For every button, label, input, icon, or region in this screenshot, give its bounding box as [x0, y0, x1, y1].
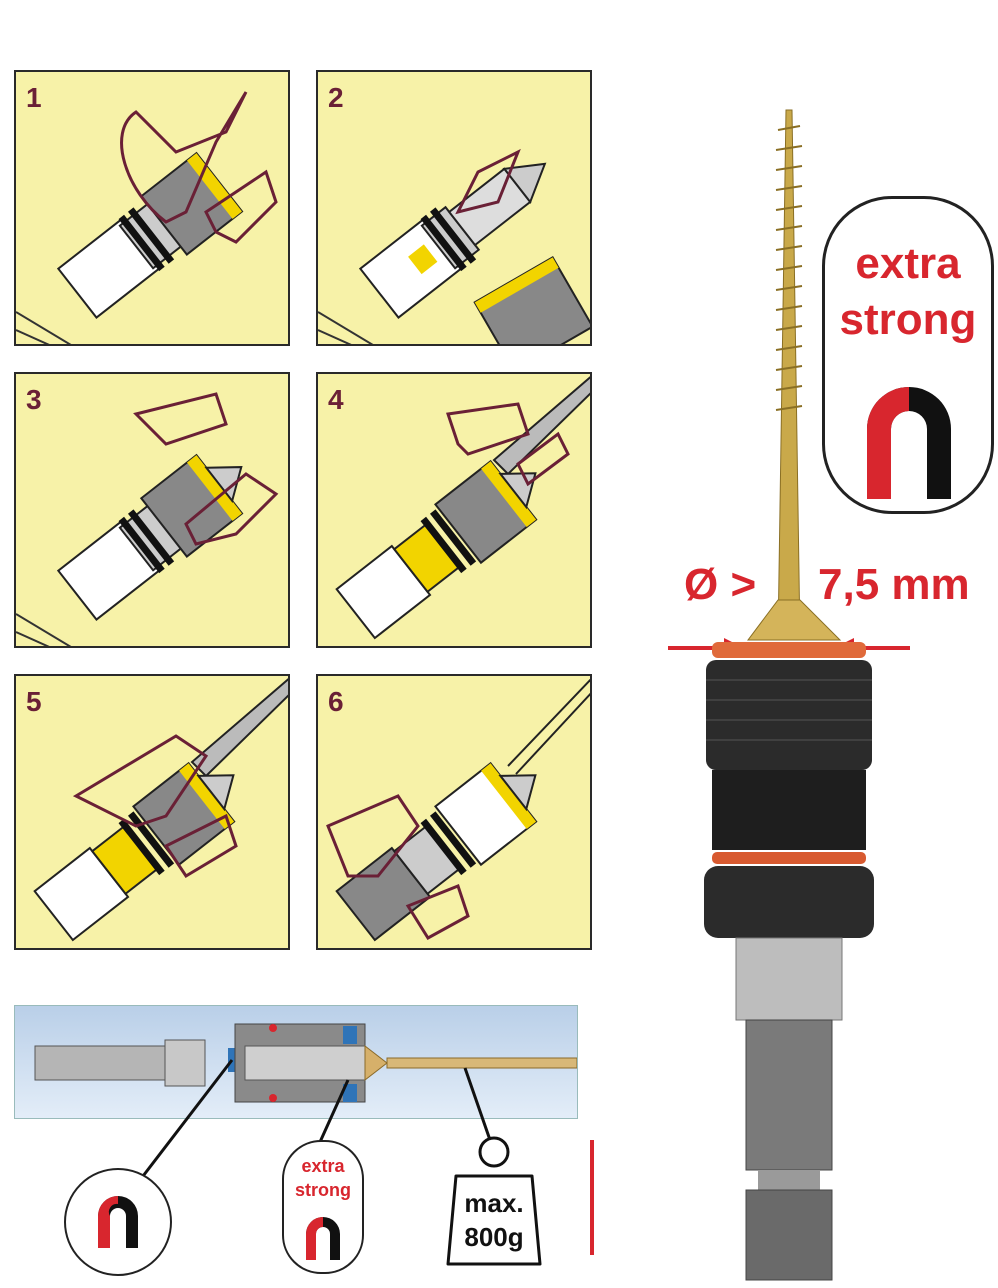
step-number: 4 [328, 384, 344, 415]
step-panel-4: 4 [316, 372, 592, 648]
holder-illustration [33, 678, 288, 942]
step-number: 3 [26, 384, 42, 415]
magnet-icon [306, 1217, 340, 1260]
holder-illustration [318, 148, 590, 344]
weight-icon [446, 1136, 542, 1266]
step-number: 5 [26, 686, 42, 717]
step-panel-2: 2 [316, 70, 592, 346]
step-panel-3: 3 [14, 372, 290, 648]
step-number: 1 [26, 82, 42, 113]
magnet-icon [867, 387, 951, 499]
step-number: 2 [328, 82, 344, 113]
badge-line-1: extra [301, 1156, 345, 1176]
holder-illustration [326, 678, 590, 942]
step-panel-5: 5 [14, 674, 290, 950]
diameter-label-right: 7,5 mm [818, 560, 970, 609]
cross-section [14, 1005, 578, 1119]
holder-illustration [16, 392, 279, 646]
step-number: 6 [328, 686, 344, 717]
badge-line-2: strong [295, 1180, 351, 1200]
holder-illustration [16, 91, 278, 344]
holder-illustration [335, 376, 590, 640]
extra-strong-badge: extra strong [822, 196, 994, 514]
step-panel-1: 1 [14, 70, 290, 346]
badge-line-2: strong [839, 295, 977, 344]
diameter-label-left: Ø > [684, 560, 757, 609]
weight-line-1: max. [464, 1188, 524, 1218]
extra-strong-small-badge: extra strong [282, 1140, 364, 1274]
magnet-icon [98, 1196, 138, 1248]
step-panel-6: 6 [316, 674, 592, 950]
weight-badge: max. 800g [444, 1130, 544, 1270]
magnet-badge [64, 1168, 172, 1276]
weight-line-2: 800g [464, 1222, 524, 1252]
badge-line-1: extra [855, 239, 961, 288]
